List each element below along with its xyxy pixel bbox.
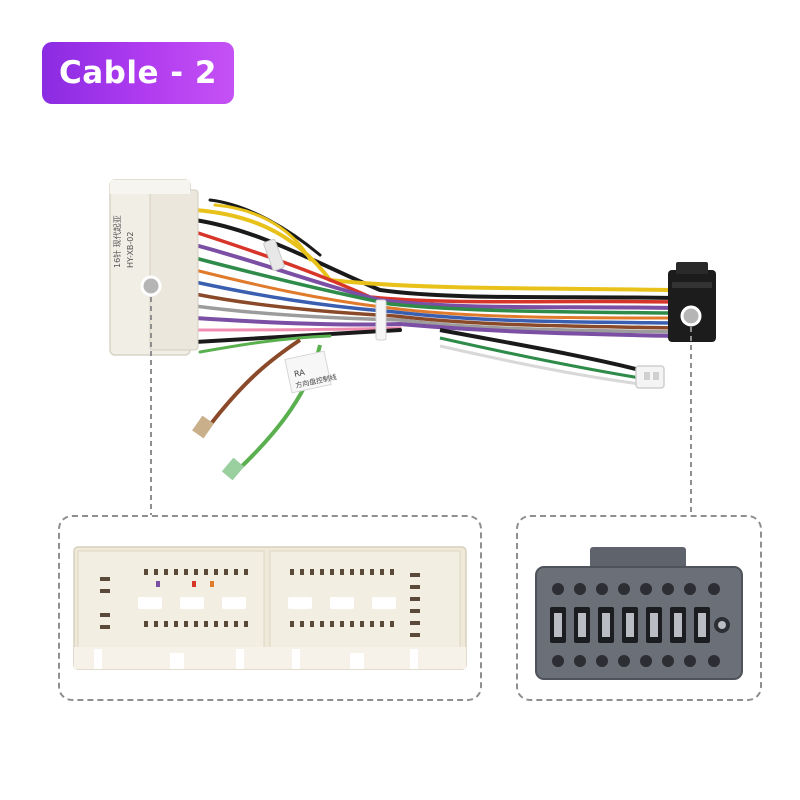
wire-tag: RA 方向盘控制线 [284,350,338,394]
side-wire-black [439,328,641,372]
detail-panel-iso-connector [516,515,762,701]
detail-panel-female-connector [58,515,482,701]
svg-text:16针 现代起亚: 16针 现代起亚 [112,215,122,268]
marker-dot [680,305,702,327]
green-lead-tip [221,457,245,481]
connector-white-female: 16针 现代起亚 HY-XB-02 [109,179,199,356]
cable-tie [375,299,387,341]
brown-lead-wire [208,338,302,427]
iso-connector-face [535,547,743,680]
wire-harness-scene: RA 方向盘控制线 16针 现代起亚 HY-XB-02 [109,179,716,515]
cable-tie [263,238,285,272]
small-white-plug [635,365,665,389]
wire-bundle [193,198,677,354]
svg-text:HY-XB-02: HY-XB-02 [126,232,135,268]
side-wire-white [439,344,641,386]
brown-lead-tip [192,415,214,439]
cable-title-badge: Cable - 2 [42,42,234,104]
female-connector-face [73,546,467,670]
marker-dot [140,275,162,297]
side-wire-green [439,336,641,380]
svg-text:RA: RA [293,368,306,379]
